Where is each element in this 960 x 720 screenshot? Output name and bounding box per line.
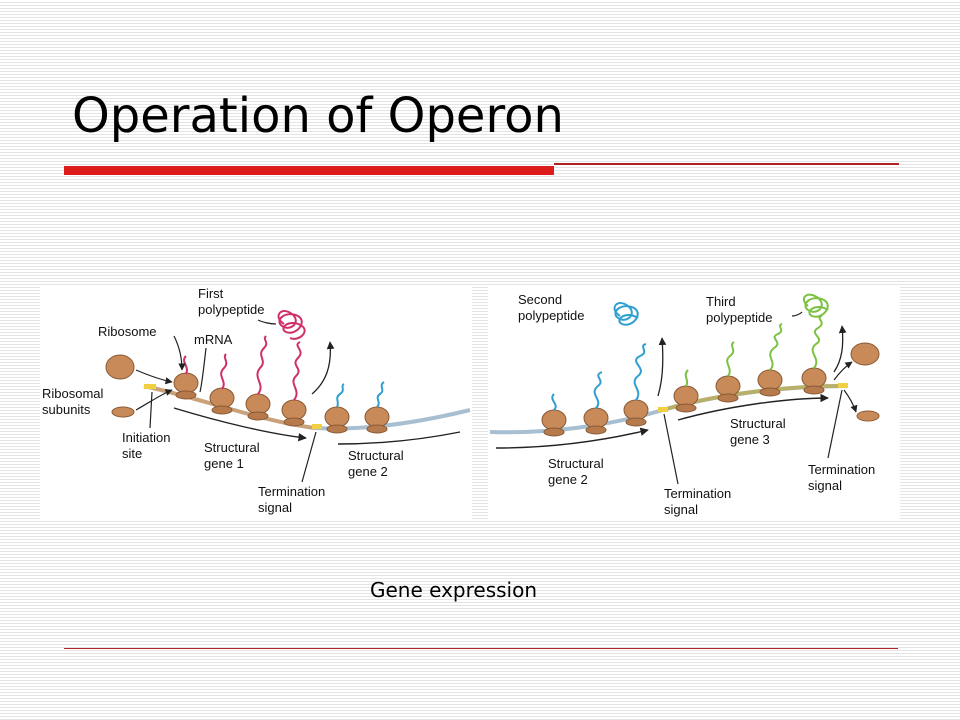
nascent-polypeptide (769, 323, 783, 371)
ribosomal-small-subunit (111, 406, 135, 418)
gene-1-direction-arrow (173, 407, 307, 442)
termination-signal-pointer (663, 413, 679, 485)
ribosome-pointer-arrow (173, 335, 186, 371)
nascent-polypeptide (376, 381, 385, 408)
termination-signal-marker (312, 424, 322, 429)
release-arrow (833, 325, 847, 373)
third-polypeptide-coil (802, 293, 829, 318)
ribosome (673, 385, 699, 413)
released-large-subunit (850, 342, 880, 366)
footer-rule (64, 648, 898, 649)
termination-signal-pointer (827, 389, 843, 459)
nascent-polypeptide (684, 369, 689, 387)
gene-3-direction-arrow (677, 393, 829, 421)
ribosomal-large-subunit (105, 354, 135, 380)
ribosome (364, 406, 390, 434)
ribosome (281, 399, 307, 427)
termination-signal-marker (658, 407, 668, 412)
initiation-site-marker (144, 384, 156, 389)
ribosome (583, 407, 609, 435)
nascent-polypeptide (292, 341, 302, 401)
title-underline-thin (554, 163, 899, 165)
gene-2-direction-arrow (337, 431, 461, 445)
ribosome (324, 406, 350, 434)
nascent-polypeptide (220, 353, 228, 390)
subunit-arrow (135, 369, 173, 385)
nascent-polypeptide (183, 355, 188, 375)
subunit-arrow (135, 389, 173, 411)
released-small-subunit (856, 410, 880, 422)
nascent-polypeptide (726, 341, 735, 377)
first-polypeptide-pointer (257, 319, 277, 325)
initiation-site-pointer (149, 391, 153, 429)
ribosome (209, 387, 235, 415)
second-polypeptide-coil (613, 302, 639, 326)
first-polypeptide-coil (277, 310, 306, 340)
mrna-pointer (199, 347, 207, 393)
subunit-release-arrow (833, 361, 853, 381)
nascent-polypeptide (336, 383, 345, 408)
subunit-release-arrow (843, 389, 858, 413)
nascent-polypeptide (551, 393, 557, 411)
release-arrow (311, 341, 335, 395)
ribosome (173, 372, 199, 400)
third-polypeptide-pointer (791, 311, 803, 317)
release-arrow (657, 337, 667, 397)
nascent-polypeptide (593, 371, 603, 409)
label-ribosome: Ribosome (98, 324, 157, 339)
ribosome (801, 367, 827, 395)
ribosome (245, 393, 271, 421)
termination-signal-pointer (301, 431, 317, 483)
termination-signal-marker (838, 383, 848, 388)
ribosome (623, 399, 649, 427)
title-underline-thick (64, 166, 554, 175)
gene-2-direction-arrow (495, 427, 649, 449)
slide-title: Operation of Operon (72, 88, 564, 144)
nascent-polypeptide (633, 343, 647, 401)
ribosome (757, 369, 783, 397)
ribosome (541, 409, 567, 437)
nascent-polypeptide (811, 315, 823, 369)
label-mrna: mRNA (194, 332, 233, 347)
ribosome (715, 375, 741, 403)
nascent-polypeptide (256, 335, 268, 395)
figure-caption: Gene expression (370, 578, 538, 602)
